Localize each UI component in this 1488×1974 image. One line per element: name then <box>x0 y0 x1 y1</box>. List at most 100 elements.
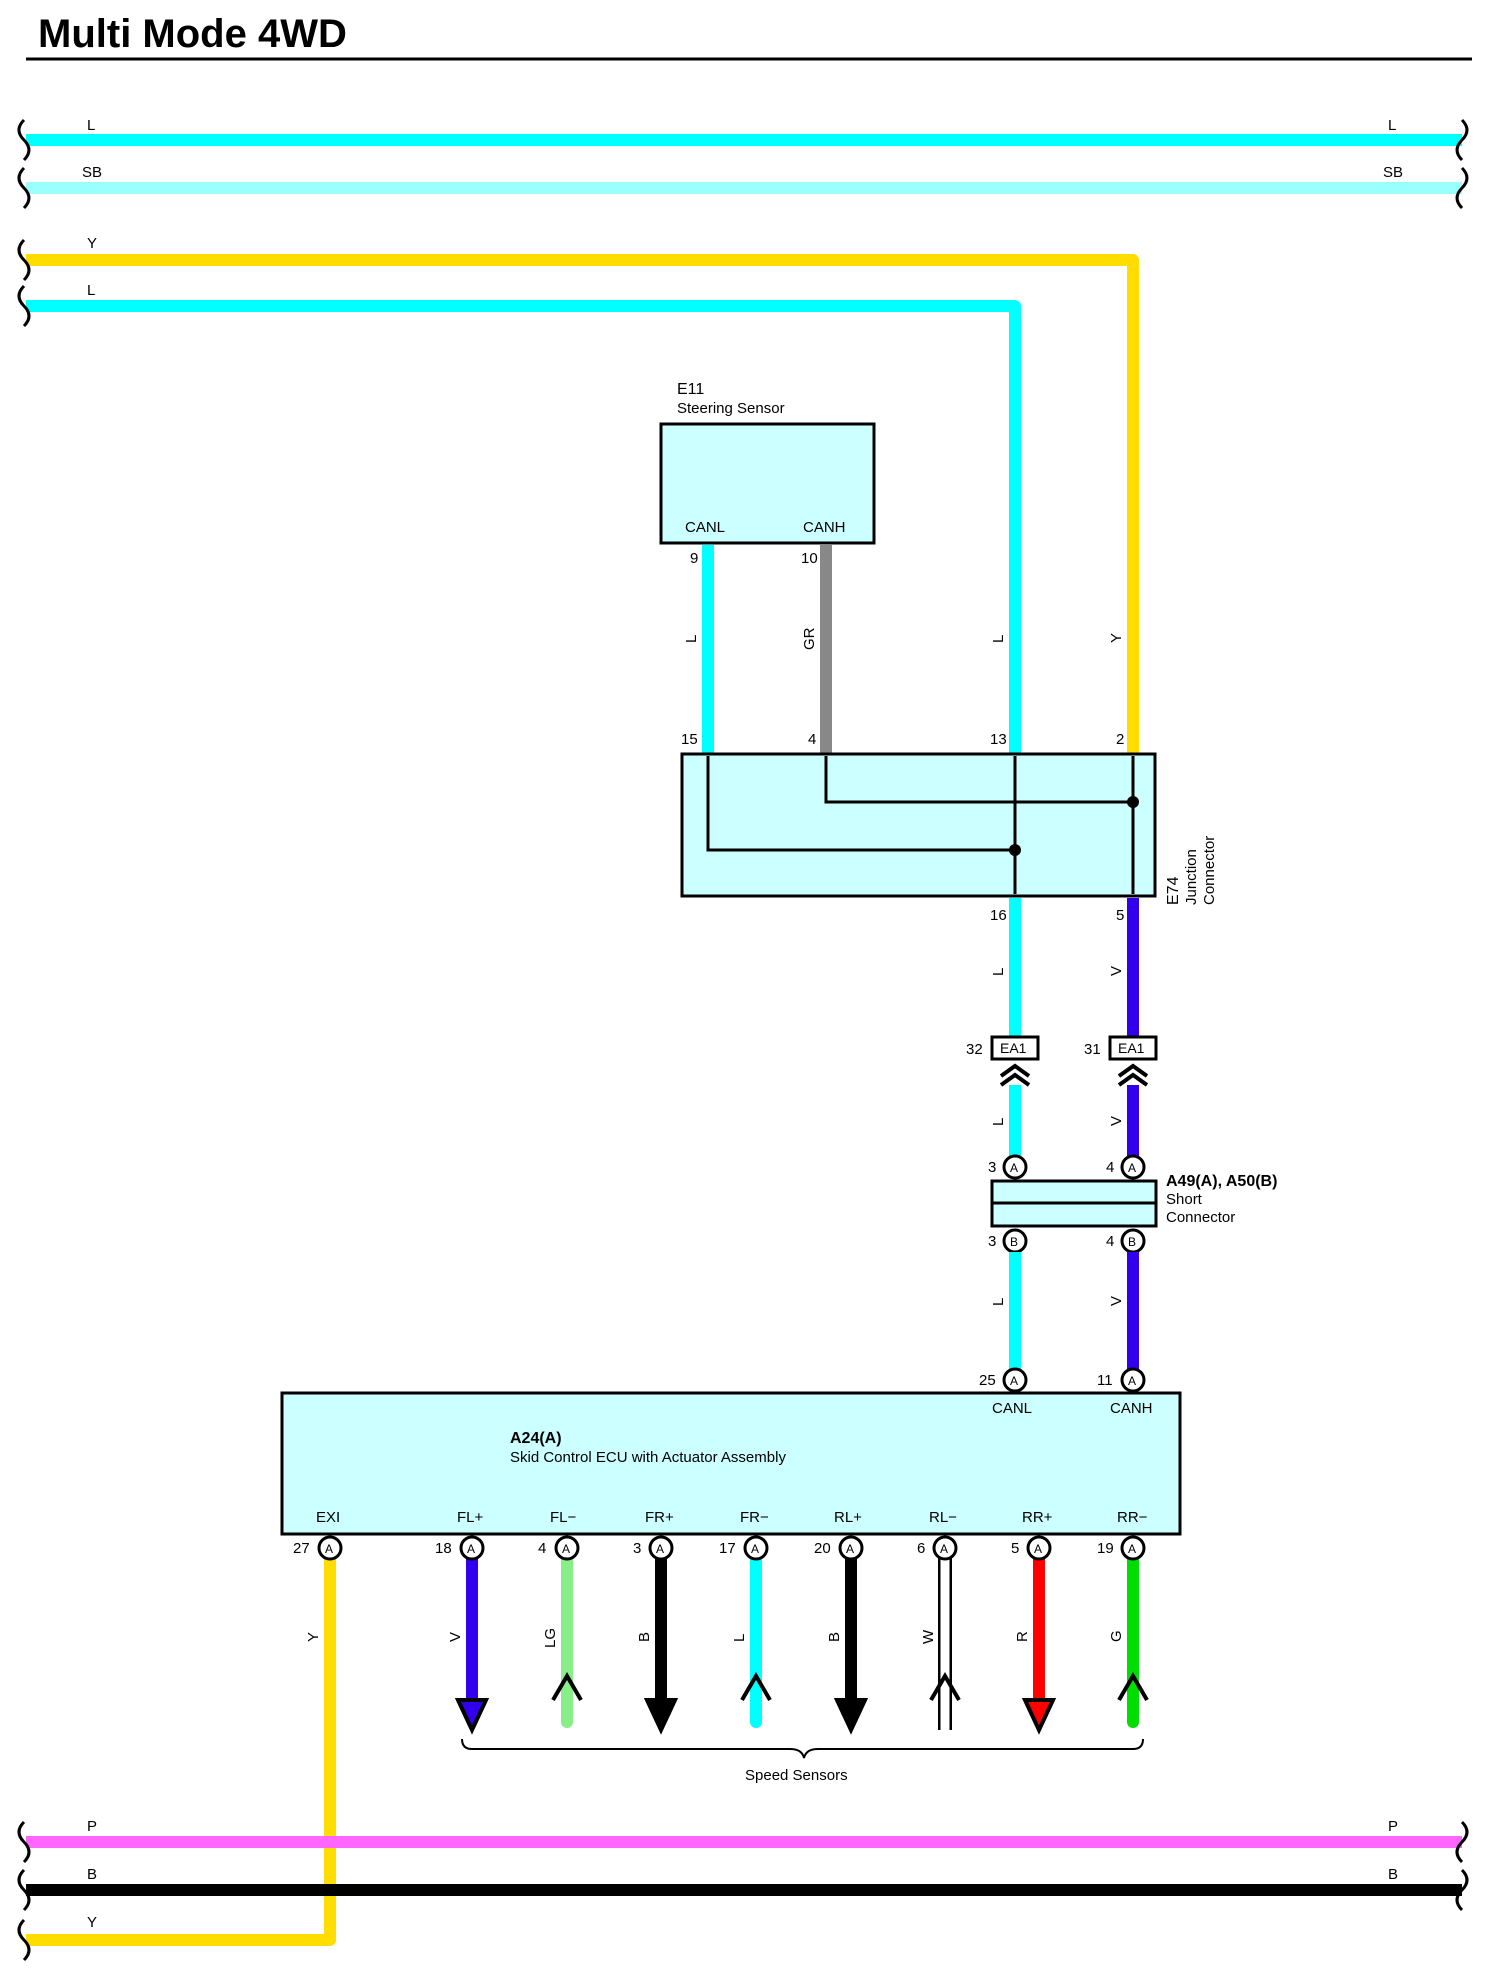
badge-letter: A <box>1128 1542 1136 1556</box>
junction-connector-box <box>680 752 1157 898</box>
wire-break-mark <box>17 166 31 210</box>
junction-internal-link <box>706 756 1015 852</box>
pin-number: 15 <box>681 731 698 748</box>
speed-sensor-wire-fr-minus <box>740 1554 772 1728</box>
wire-break-mark <box>17 1820 31 1864</box>
wire-code-label: Y <box>305 1632 322 1642</box>
top-wire-l2-label: L <box>87 282 95 299</box>
ecu-pin-name: EXI <box>316 1509 340 1526</box>
ecu-id: A24(A) <box>510 1430 562 1447</box>
speed-sensors-label: Speed Sensors <box>745 1767 848 1784</box>
pin-number: 4 <box>1106 1159 1114 1176</box>
pin-number: 5 <box>1011 1540 1019 1557</box>
pin-number: 9 <box>690 550 698 567</box>
ecu-box <box>280 1391 1182 1536</box>
wire-code-label: V <box>447 1632 464 1642</box>
ecu-pin-name: FL+ <box>457 1509 484 1526</box>
wire-break-mark <box>17 238 31 282</box>
wire-code-label: B <box>826 1632 843 1642</box>
badge-letter: A <box>467 1542 475 1556</box>
pin-badge: A <box>743 1535 769 1561</box>
pin-badge: B <box>1002 1228 1028 1254</box>
wire-break-mark <box>1455 1820 1469 1864</box>
pin-badge: A <box>1120 1367 1146 1393</box>
pin-badge: A <box>317 1535 343 1561</box>
splice-dot <box>1127 796 1139 808</box>
wire-l-to-junction <box>26 300 1021 756</box>
wire-code-label: B <box>636 1632 653 1642</box>
top-wire-sb-label-right: SB <box>1383 164 1403 181</box>
wire-code-label: V <box>1108 1116 1125 1126</box>
speed-sensor-wire-rr-minus <box>1117 1554 1149 1728</box>
wire-break-mark <box>1455 166 1469 210</box>
junction-connector-name-2: Connector <box>1201 836 1218 905</box>
pin-number: 3 <box>988 1233 996 1250</box>
speed-sensor-wire-rl-plus <box>833 1548 869 1735</box>
steering-sensor-name: Steering Sensor <box>677 400 785 417</box>
pin-badge: A <box>554 1535 580 1561</box>
badge-letter: A <box>1128 1161 1136 1175</box>
badge-letter: A <box>1034 1542 1042 1556</box>
ecu-pin-name: RR− <box>1117 1509 1148 1526</box>
badge-letter: B <box>1128 1235 1136 1249</box>
wire-code-label: Y <box>1108 633 1125 643</box>
top-wire-l-label-left: L <box>87 117 95 134</box>
wire-code-label: GR <box>801 627 818 650</box>
speed-sensor-wire-fr-plus <box>643 1548 679 1735</box>
top-wire-l-label-right: L <box>1388 117 1396 134</box>
pin-badge: A <box>1026 1535 1052 1561</box>
ecu-top-pin-name: CANH <box>1110 1400 1153 1417</box>
speed-sensor-wire-rr-plus <box>1021 1548 1057 1735</box>
badge-letter: A <box>1128 1374 1136 1388</box>
pin-number: 3 <box>988 1159 996 1176</box>
ea1-chevron-icon <box>999 1063 1031 1078</box>
wire-y-to-junction <box>26 254 1139 756</box>
speed-sensors-brace <box>461 1738 1144 1759</box>
pin-number: 3 <box>633 1540 641 1557</box>
ecu-pin-name: FR− <box>740 1509 769 1526</box>
wire-code-label: G <box>1108 1630 1125 1642</box>
pin-number: 16 <box>990 907 1007 924</box>
pin-badge: A <box>1120 1154 1146 1180</box>
pin-badge: A <box>838 1535 864 1561</box>
wire-code-label: L <box>731 1634 748 1642</box>
badge-letter: A <box>325 1542 333 1556</box>
pin-badge: A <box>1120 1535 1146 1561</box>
pin-number: 25 <box>979 1372 996 1389</box>
ecu-top-pin-name: CANL <box>992 1400 1032 1417</box>
wire-code-label: V <box>1108 1296 1125 1306</box>
wire-code-label: L <box>990 1118 1007 1126</box>
ecu-pin-name: RR+ <box>1022 1509 1053 1526</box>
pin-number: 32 <box>966 1041 983 1058</box>
speed-sensor-wire-fl-minus <box>551 1554 583 1728</box>
wire-code-label: L <box>990 635 1007 643</box>
steering-sensor-pin-canl-name: CANL <box>685 519 725 536</box>
bottom-wire-p-label-left: P <box>87 1818 97 1835</box>
ea1-connector-label: EA1 <box>1000 1040 1027 1056</box>
ecu-pin-name: RL− <box>929 1509 957 1526</box>
pin-number: 18 <box>435 1540 452 1557</box>
ecu-pin-name: FL− <box>550 1509 577 1526</box>
bottom-wire-b-label-left: B <box>87 1866 97 1883</box>
wire-code-label: L <box>990 968 1007 976</box>
short-connector-name-1: Short <box>1166 1191 1203 1208</box>
wire-break-mark <box>17 1918 31 1962</box>
ecu-name: Skid Control ECU with Actuator Assembly <box>510 1449 786 1466</box>
wire-code-label: LG <box>542 1628 559 1648</box>
ea1-chevron-icon <box>1117 1063 1149 1078</box>
ea1-connector-label: EA1 <box>1118 1040 1145 1056</box>
wire-code-label: L <box>683 635 700 643</box>
wire-y-exi <box>26 1548 336 1946</box>
pin-badge: A <box>459 1535 485 1561</box>
steering-sensor-id: E11 <box>677 381 704 398</box>
pin-number: 5 <box>1116 907 1124 924</box>
badge-letter: A <box>656 1542 664 1556</box>
pin-number: 31 <box>1084 1041 1101 1058</box>
speed-sensor-wire-rl-minus <box>929 1548 961 1730</box>
pin-badge: A <box>648 1535 674 1561</box>
speed-sensor-wire-fl-plus <box>454 1548 490 1735</box>
splice-dot <box>1009 844 1021 856</box>
wire-break-mark <box>1455 118 1469 162</box>
bottom-wire-b-label-right: B <box>1388 1866 1398 1883</box>
